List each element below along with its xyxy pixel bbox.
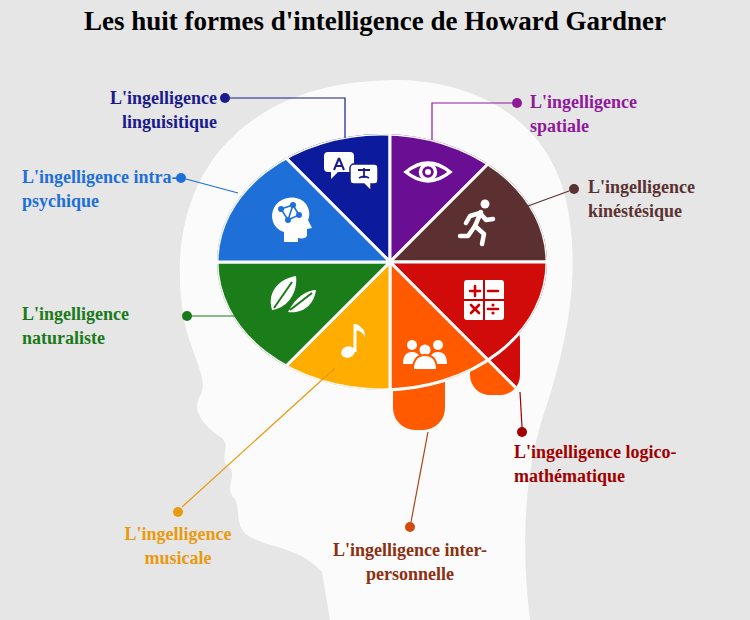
eye-icon [406, 163, 450, 181]
people-icon [403, 340, 447, 370]
music-note-icon [340, 324, 366, 360]
leader-lines [182, 98, 569, 522]
label-dots [173, 93, 579, 532]
intelligence-label: L'ingelligence logico-mathématique [514, 440, 724, 489]
intelligence-label: L'ingelligence spatiale [530, 90, 690, 139]
intelligence-label: L'ingelligence intra-psychique [22, 165, 184, 214]
runner-icon [460, 200, 493, 245]
calculator-icon [464, 280, 504, 320]
intelligence-label: L'ingelligence naturaliste [22, 302, 182, 351]
pie-wedge [130, 262, 390, 446]
intelligence-label: L'ingelligence inter-personnelle [320, 538, 500, 587]
leaf-icon [271, 276, 316, 312]
intelligence-label: L'ingelligence kinéstésique [588, 175, 746, 224]
language-icon [324, 152, 378, 191]
diagram-title: Les huit formes d'intelligence de Howard… [0, 6, 750, 37]
intelligence-label: L'ingelligence musicale [98, 522, 258, 571]
brain-rim [217, 134, 547, 390]
mind-icon [272, 198, 312, 242]
intelligence-label: L'ingelligence linguisitique [55, 86, 217, 135]
